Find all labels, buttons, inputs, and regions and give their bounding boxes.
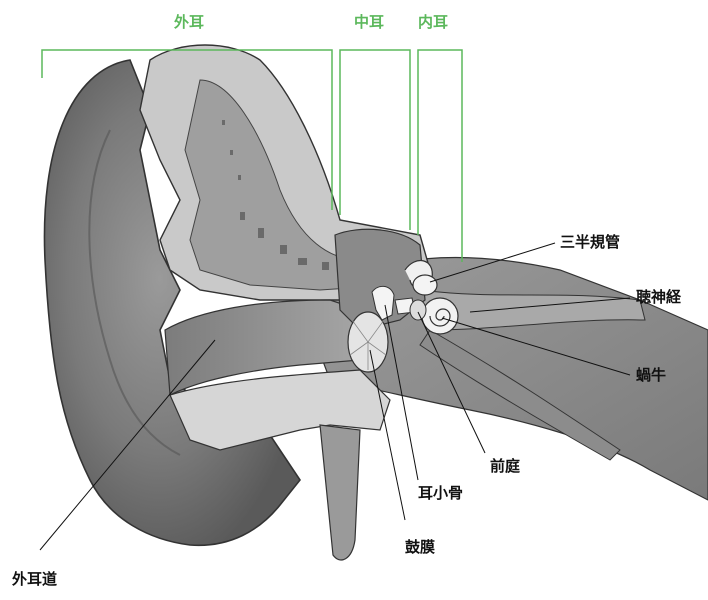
label-eardrum: 鼓膜 [405, 538, 435, 556]
mastoid-process [320, 425, 360, 560]
label-auditory-nerve: 聴神経 [636, 288, 682, 306]
middle-ear-bracket [340, 50, 410, 230]
label-ear-canal: 外耳道 [11, 570, 57, 588]
cochlea-shape [422, 298, 458, 334]
region-label-inner: 内耳 [418, 13, 448, 31]
label-semicircular-canals: 三半規管 [560, 233, 620, 251]
label-ossicles: 耳小骨 [418, 484, 463, 502]
vestibule-shape [410, 300, 426, 320]
label-vestibule: 前庭 [490, 457, 521, 475]
inner-ear-bracket [418, 50, 462, 262]
region-label-outer: 外耳 [173, 13, 204, 31]
label-cochlea: 蝸牛 [636, 366, 666, 384]
region-label-middle: 中耳 [354, 13, 384, 31]
